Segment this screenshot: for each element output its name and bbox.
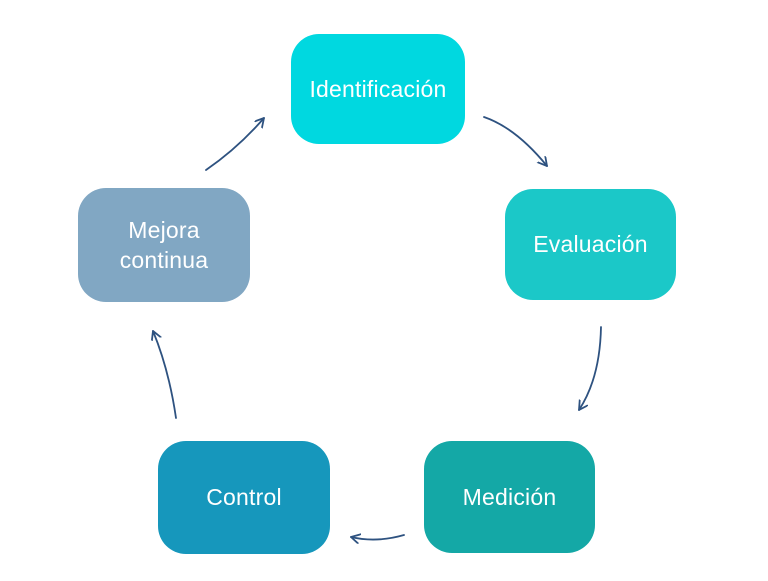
arrow-identificacion-to-evaluacion <box>483 116 548 167</box>
arrow-evaluacion-to-medicion <box>578 326 602 411</box>
node-control-label: Control <box>206 484 282 511</box>
node-identificacion-label: Identificación <box>309 75 447 102</box>
node-identificacion: Identificación <box>291 34 465 144</box>
node-control: Control <box>158 441 330 554</box>
node-mejora-continua: Mejora continua <box>78 188 250 302</box>
node-evaluacion-label: Evaluación <box>533 231 648 258</box>
arrow-control-to-mejora <box>153 330 177 419</box>
node-medicion-label: Medición <box>462 483 557 510</box>
arrow-mejora-to-identificacion <box>205 117 265 171</box>
node-evaluacion: Evaluación <box>505 189 676 300</box>
arrow-medicion-to-control <box>350 535 405 540</box>
node-medicion: Medición <box>424 441 595 553</box>
node-mejora-continua-label: Mejora continua <box>119 216 209 273</box>
